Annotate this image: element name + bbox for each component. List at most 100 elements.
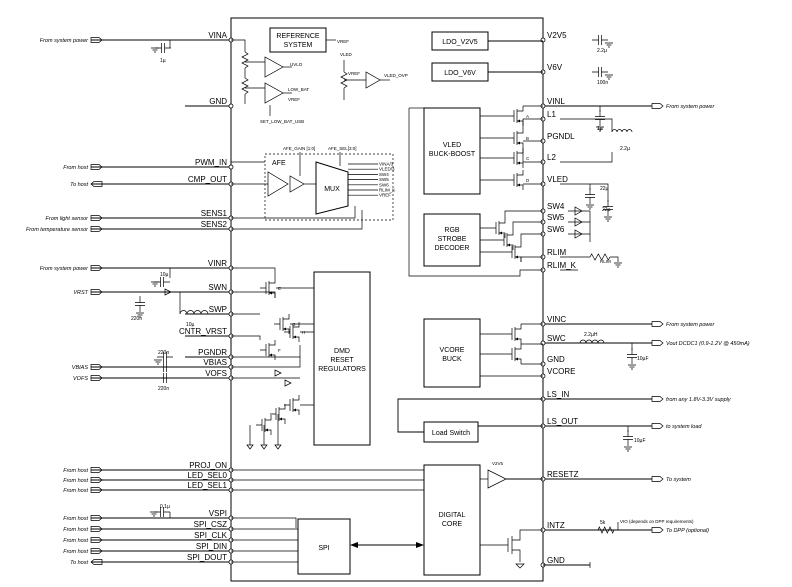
value-c-vinl: 1µ — [597, 126, 603, 132]
pin-arrow — [651, 396, 664, 402]
right-pin-sw4-7: SW4 — [540, 202, 565, 214]
pin-label: VINC — [547, 315, 566, 324]
output-arrow — [90, 559, 103, 565]
switch-label: B — [526, 136, 529, 141]
component-values: 1µ2.2µ100n1µ2.2µ22µ22µ10µ220n10µ220n220n… — [131, 48, 694, 526]
external-label: From host — [63, 478, 88, 484]
cap-vbias — [157, 362, 173, 372]
switch-label: E — [278, 286, 281, 291]
resistor-intz — [597, 526, 615, 534]
pin-label: CNTR_VRST — [179, 327, 227, 336]
dmd-label-2: RESET — [330, 357, 354, 364]
input-arrow — [90, 289, 103, 295]
ground-2 — [274, 444, 282, 450]
digital-label-1: DIGITAL — [439, 512, 466, 519]
vref-label-3: VREF — [348, 71, 360, 76]
pin-label: LED_SEL0 — [187, 471, 227, 480]
pin-label: V6V — [547, 63, 563, 72]
inductor-swp — [179, 310, 209, 315]
cap-vofs — [157, 373, 173, 383]
rgb-label-3: DECODER — [434, 245, 469, 252]
pin-label: CMP_OUT — [188, 175, 227, 184]
external-label: To DPP (optional) — [666, 528, 709, 534]
pin-label: VLED — [547, 175, 568, 184]
gnd-vinr — [151, 281, 159, 287]
input-arrow — [90, 537, 103, 543]
mux-input-vref: VREF — [379, 193, 391, 198]
external-label: from any 1.8V-3.3V supply — [666, 397, 732, 403]
cap-pgndr — [157, 352, 173, 362]
right-pin-gnd-14: GND — [540, 355, 565, 367]
led-1 — [574, 217, 583, 227]
uvlo-label: UVLO — [290, 62, 303, 67]
cap-swc — [627, 348, 637, 364]
output-arrow — [90, 181, 103, 187]
pin-terminal — [228, 103, 234, 109]
pin-label: LS_IN — [547, 390, 569, 399]
switch-label: C — [526, 156, 530, 161]
rgb-strobe-decoder-block: RGB STROBE DECODER — [423, 213, 481, 267]
external-label: From light sensor — [46, 216, 90, 222]
input-arrow — [90, 467, 103, 473]
external-label: From system power — [666, 322, 715, 328]
pin-label: SWP — [209, 305, 227, 314]
mux-input-sw6: SW6 — [379, 182, 389, 187]
input-arrow — [90, 37, 103, 43]
external-label: From host — [63, 538, 88, 544]
afe-sel-label: AFE_SEL[3:0] — [328, 146, 357, 151]
pin-label: VCORE — [547, 367, 575, 376]
set-low-bat-label: SET_LOW_BAT_USB — [260, 119, 304, 124]
gnd-v6v — [605, 74, 613, 80]
right-pin-v2v5-0: V2V5 — [540, 31, 567, 43]
value-c-v6v: 100n — [597, 80, 608, 86]
rlim-label: RLIM — [600, 259, 611, 264]
pin-label: SENS1 — [201, 209, 228, 218]
vref-label: VREF — [337, 39, 349, 44]
vcore-label-1: VCORE — [440, 347, 465, 354]
mux-input-sw5: SW5 — [379, 177, 389, 182]
value-c-vina: 1µ — [160, 58, 166, 64]
pin-label: SW4 — [547, 202, 565, 211]
pin-arrow — [651, 103, 664, 109]
left-pin-cntr-vrst-9: CNTR_VRST — [179, 327, 234, 339]
switch-dmd-3 — [284, 395, 300, 415]
vled-block-label-2: BUCK-BOOST — [429, 151, 476, 158]
pin-label: LS_OUT — [547, 417, 578, 426]
vled-label: VLED — [340, 52, 353, 57]
pin-label: PWM_IN — [195, 158, 227, 167]
pin-arrow — [651, 476, 664, 482]
gnd-lsout — [624, 446, 632, 452]
input-arrow — [90, 226, 103, 232]
pin-label: SPI_DIN — [196, 542, 227, 551]
pin-label: VOFS — [205, 369, 227, 378]
pin-label: RLIM — [547, 248, 566, 257]
rgb-switches — [480, 210, 543, 262]
value-c-vbias: 220n — [158, 386, 169, 392]
input-arrow — [90, 364, 103, 370]
value-c-vled2: 22µ — [602, 207, 611, 213]
mux-input-vina-3: VINA/3 — [379, 162, 394, 167]
external-label: From host — [63, 488, 88, 494]
inductor-led — [611, 129, 633, 133]
pin-label: SPI_DOUT — [187, 553, 227, 562]
cap-vled-2 — [603, 200, 613, 216]
gnd-swc — [628, 364, 636, 370]
pin-label: V2V5 — [547, 31, 567, 40]
input-arrow — [90, 375, 103, 381]
pin-arrow — [651, 321, 664, 327]
right-pin-sw5-8: SW5 — [540, 213, 565, 225]
pin-label: SW6 — [547, 225, 565, 234]
vled-ovp-label: VLED_OVP — [384, 73, 408, 78]
switch-g: G — [274, 314, 296, 334]
